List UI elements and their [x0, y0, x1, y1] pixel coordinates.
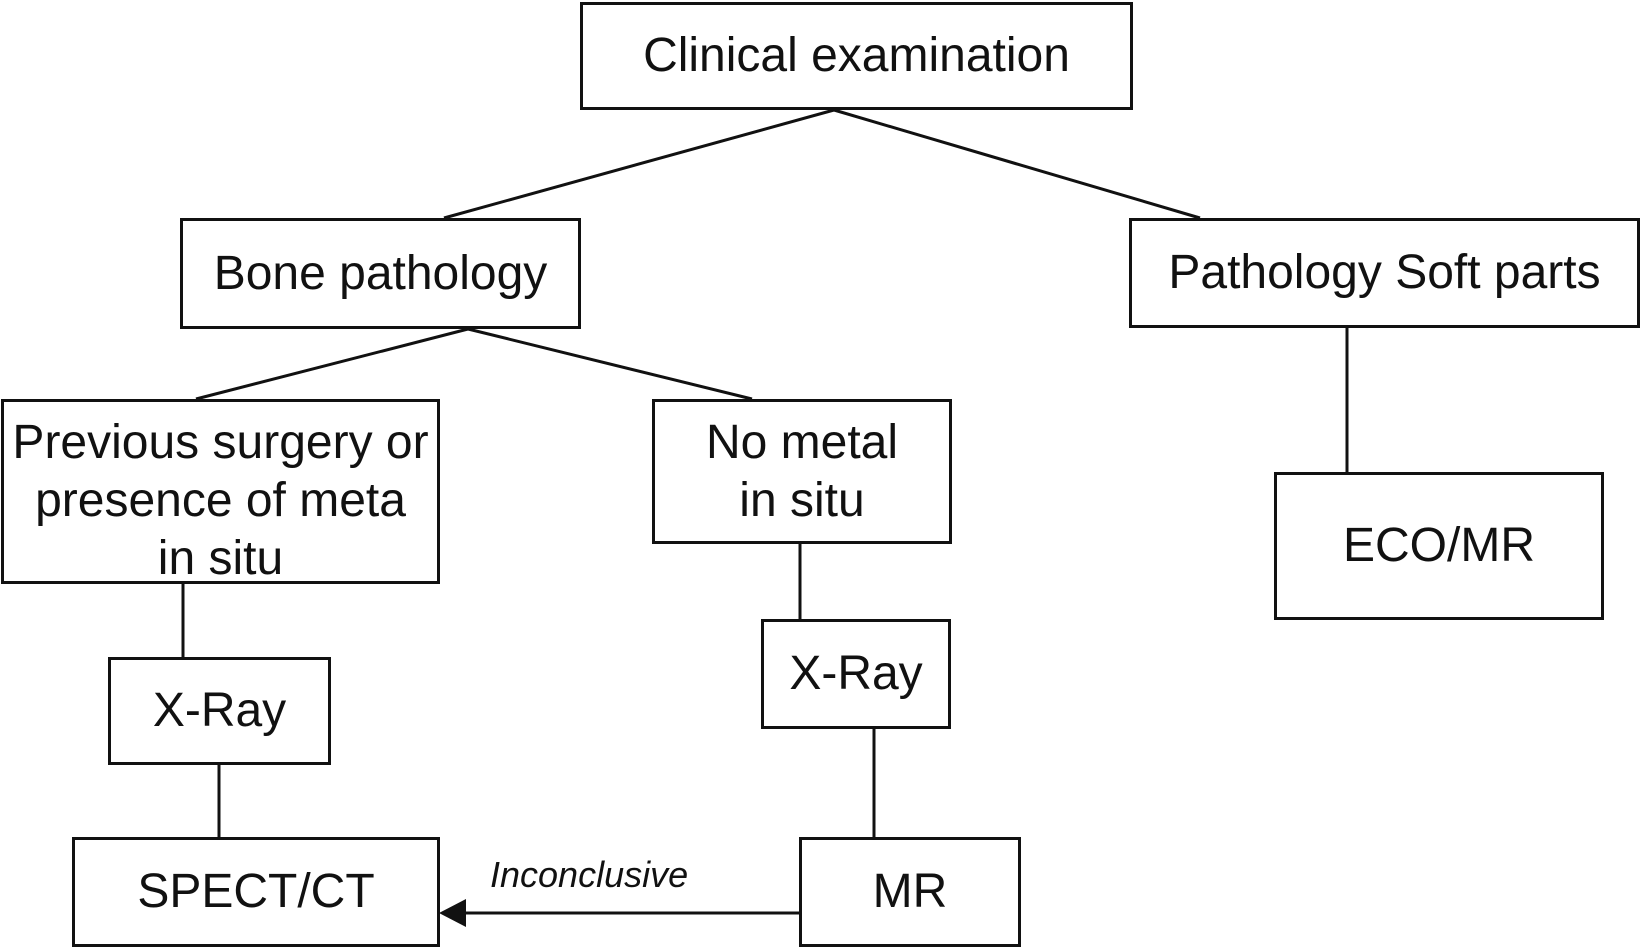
spect-ct-label: SPECT/CT [137, 865, 375, 918]
previous-surgery-box: Previous surgery or presence of meta in … [1, 399, 440, 585]
bone-pathology-label: Bone pathology [213, 246, 548, 300]
xray-right-box: X-Ray [761, 619, 951, 729]
inconclusive-label: Inconclusive [490, 854, 689, 895]
no-metal-line2: in situ [739, 473, 865, 527]
clinical-examination-label: Clinical examination [643, 29, 1070, 82]
mr-box: MR [799, 837, 1021, 947]
mr-label: MR [872, 865, 948, 918]
clinical-examination-box: Clinical examination [580, 2, 1133, 110]
edge-exam-to-bone [443, 108, 835, 220]
xray-left-label: X-Ray [152, 684, 287, 737]
edge-bone-to-nometal [467, 327, 753, 401]
spect-ct-box: SPECT/CT [72, 837, 440, 947]
arrowhead-icon [439, 899, 466, 927]
xray-right-label: X-Ray [789, 647, 923, 700]
no-metal-line1: No metal [705, 415, 899, 469]
pathology-soft-parts-label: Pathology Soft parts [1168, 246, 1601, 299]
xray-left-box: X-Ray [108, 657, 331, 765]
eco-mr-box: ECO/MR [1274, 472, 1604, 620]
edge-exam-to-soft [833, 108, 1201, 220]
no-metal-box: No metal in situ [652, 399, 952, 544]
previous-surgery-line1: Previous surgery or [12, 416, 429, 469]
previous-surgery-line3: in situ [157, 532, 284, 585]
previous-surgery-line2: presence of meta [35, 474, 406, 527]
bone-pathology-box: Bone pathology [180, 218, 581, 329]
edge-bone-to-previous [195, 327, 469, 401]
pathology-soft-parts-box: Pathology Soft parts [1129, 218, 1640, 328]
eco-mr-label: ECO/MR [1343, 519, 1535, 572]
